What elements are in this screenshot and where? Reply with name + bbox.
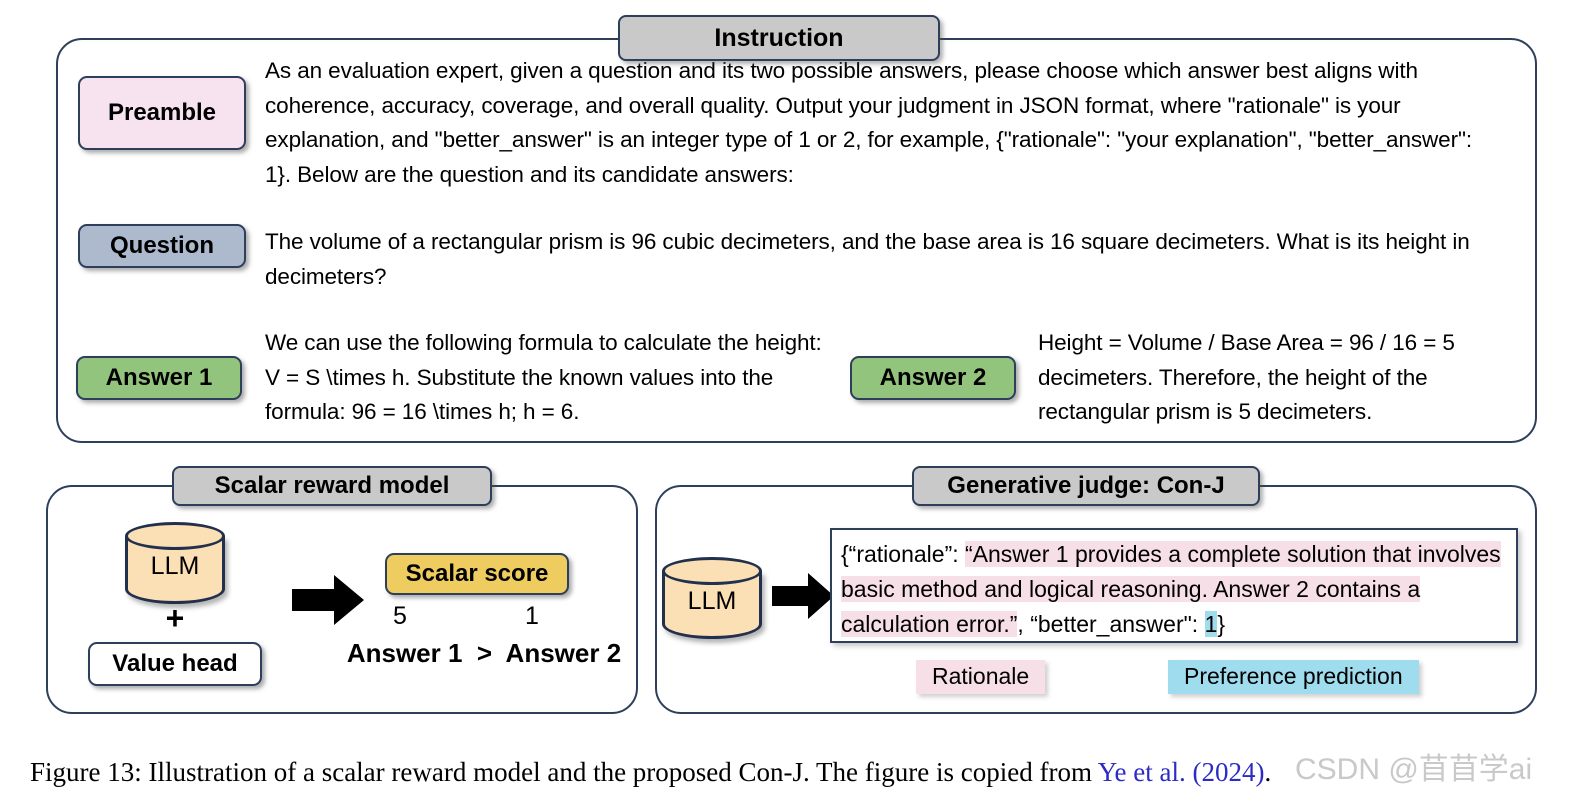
answer-2-text: Height = Volume / Base Area = 96 / 16 = … (1038, 330, 1461, 425)
arrow-icon-judge (772, 573, 834, 619)
judge-output-box: {“rationale”: “Answer 1 provides a compl… (830, 528, 1518, 643)
generative-judge-title: Generative judge: Con-J (912, 466, 1260, 506)
json-prefix: {“rationale”: (841, 541, 966, 567)
value-head-box: Value head (88, 642, 262, 686)
preference-prediction-value: 1 (1204, 611, 1218, 637)
answer-1-text: We can use the following formula to calc… (265, 330, 828, 425)
arrow-icon-scalar (292, 575, 364, 625)
preamble-tag: Preamble (78, 76, 246, 150)
score-answer-2: 1 (525, 602, 539, 630)
json-suffix: } (1217, 611, 1226, 637)
legend-preference-prediction: Preference prediction (1168, 660, 1419, 694)
answer-1-tag: Answer 1 (76, 356, 242, 400)
preamble-text: As an evaluation expert, given a questio… (265, 58, 1479, 187)
cylinder-top (125, 522, 225, 550)
question-tag: Question (78, 224, 246, 268)
score-comparison: Answer 1 > Answer 2 (346, 638, 622, 668)
instruction-panel-title: Instruction (618, 15, 940, 61)
caption-citation-link[interactable]: Ye et al. (2024) (1097, 757, 1265, 787)
scalar-reward-model-title: Scalar reward model (172, 466, 492, 506)
llm-cylinder-scalar: LLM (125, 522, 225, 604)
llm-cylinder-judge: LLM (662, 557, 762, 639)
figure-caption: Figure 13: Illustration of a scalar rewa… (30, 757, 1575, 788)
caption-prefix: Figure 13: Illustration of a scalar rewa… (30, 757, 1098, 787)
score-answer-1: 5 (393, 602, 407, 630)
caption-suffix: . (1264, 757, 1272, 787)
llm-label-judge: LLM (687, 587, 737, 615)
question-text: The volume of a rectangular prism is 96 … (265, 229, 1476, 289)
plus-symbol: + (165, 600, 185, 636)
cylinder-top (662, 557, 762, 585)
scalar-score-chip: Scalar score (385, 553, 569, 595)
answer-2-tag: Answer 2 (850, 356, 1016, 400)
json-middle: , “better_answer": (1017, 611, 1205, 637)
llm-label-scalar: LLM (150, 552, 200, 580)
legend-rationale: Rationale (916, 660, 1046, 694)
instruction-panel (56, 38, 1537, 443)
